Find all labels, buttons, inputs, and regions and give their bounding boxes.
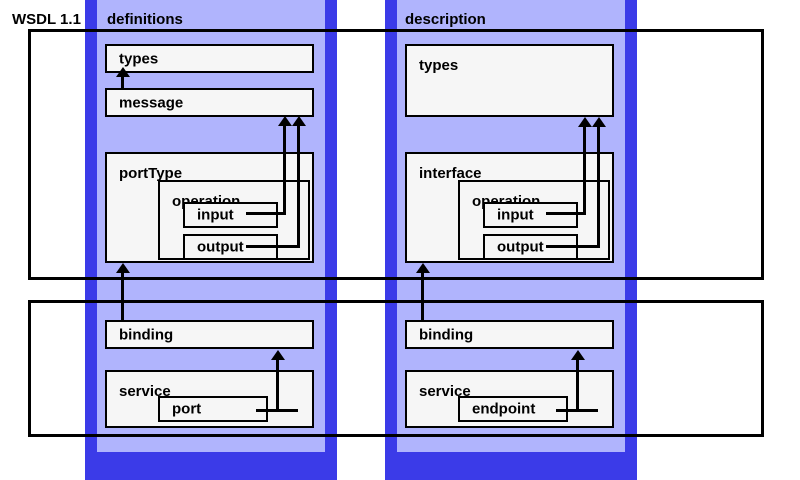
- box-label: endpoint: [472, 400, 536, 418]
- box-wsdl20-types[interactable]: types: [405, 44, 614, 117]
- connector-wsdl20-binding-to-interface: [421, 272, 424, 321]
- box-wsdl20-endpoint[interactable]: endpoint: [458, 396, 568, 422]
- arrowhead-wsdl20-binding-to-interface: [415, 263, 430, 273]
- concrete-section-frame: [28, 300, 764, 437]
- abstract-section-frame: [28, 29, 764, 280]
- column-1-header: definitions: [107, 11, 183, 28]
- connector-wsdl20-input-h: [546, 212, 586, 215]
- box-label: output: [497, 238, 544, 256]
- arrowhead-wsdl11-output-to-message: [291, 116, 306, 126]
- box-label: portType: [119, 165, 183, 182]
- connector-wsdl20-output-h: [546, 245, 600, 248]
- box-wsdl11-message[interactable]: message: [105, 88, 314, 117]
- corner-label-wsdl11: WSDL 1.1: [12, 11, 81, 28]
- connector-wsdl11-input-v: [283, 126, 286, 215]
- box-wsdl11-types[interactable]: types: [105, 44, 314, 73]
- box-wsdl11-output[interactable]: output: [183, 234, 278, 260]
- box-label: message: [119, 94, 184, 111]
- arrowhead-wsdl11-message-to-types: [115, 67, 130, 77]
- box-label: input: [197, 206, 234, 224]
- connector-wsdl11-message-to-types: [121, 76, 124, 88]
- column-2-fill-bottom: [397, 452, 625, 480]
- box-wsdl20-binding[interactable]: binding: [405, 320, 614, 349]
- arrowhead-wsdl11-port-to-binding: [270, 350, 285, 360]
- column-1-left-band: [85, 0, 97, 480]
- connector-wsdl11-output-v: [297, 126, 300, 248]
- column-1-right-band: [325, 0, 337, 480]
- box-wsdl11-binding[interactable]: binding: [105, 320, 314, 349]
- connector-wsdl20-input-v: [583, 127, 586, 215]
- box-label: port: [172, 400, 202, 418]
- box-wsdl11-input[interactable]: input: [183, 202, 278, 228]
- column-2-right-band: [625, 0, 637, 480]
- connector-wsdl20-output-v: [597, 127, 600, 248]
- column-2-header: description: [405, 11, 486, 28]
- column-1-fill-bottom: [97, 452, 325, 480]
- arrowhead-wsdl11-input-to-message: [277, 116, 292, 126]
- box-wsdl11-port[interactable]: port: [158, 396, 268, 422]
- connector-wsdl20-endpoint-v: [576, 360, 579, 411]
- box-label: input: [497, 206, 534, 224]
- box-label: binding: [119, 326, 174, 343]
- box-label: service: [119, 383, 171, 400]
- connector-wsdl11-binding-to-portType: [121, 272, 124, 321]
- column-2-left-band: [385, 0, 397, 480]
- box-label: output: [197, 238, 244, 256]
- arrowhead-wsdl20-output-to-types: [591, 117, 606, 127]
- box-label: interface: [419, 165, 482, 182]
- arrowhead-wsdl11-binding-to-portType: [115, 263, 130, 273]
- arrowhead-wsdl20-endpoint-to-binding: [570, 350, 585, 360]
- box-wsdl20-input[interactable]: input: [483, 202, 578, 228]
- box-label: service: [419, 383, 471, 400]
- box-label: types: [119, 50, 159, 67]
- box-label: binding: [419, 326, 474, 343]
- connector-wsdl11-output-h: [246, 245, 300, 248]
- connector-wsdl11-input-h: [246, 212, 286, 215]
- connector-wsdl11-port-v: [276, 360, 279, 411]
- box-label: types: [419, 57, 459, 74]
- arrowhead-wsdl20-input-to-types: [577, 117, 592, 127]
